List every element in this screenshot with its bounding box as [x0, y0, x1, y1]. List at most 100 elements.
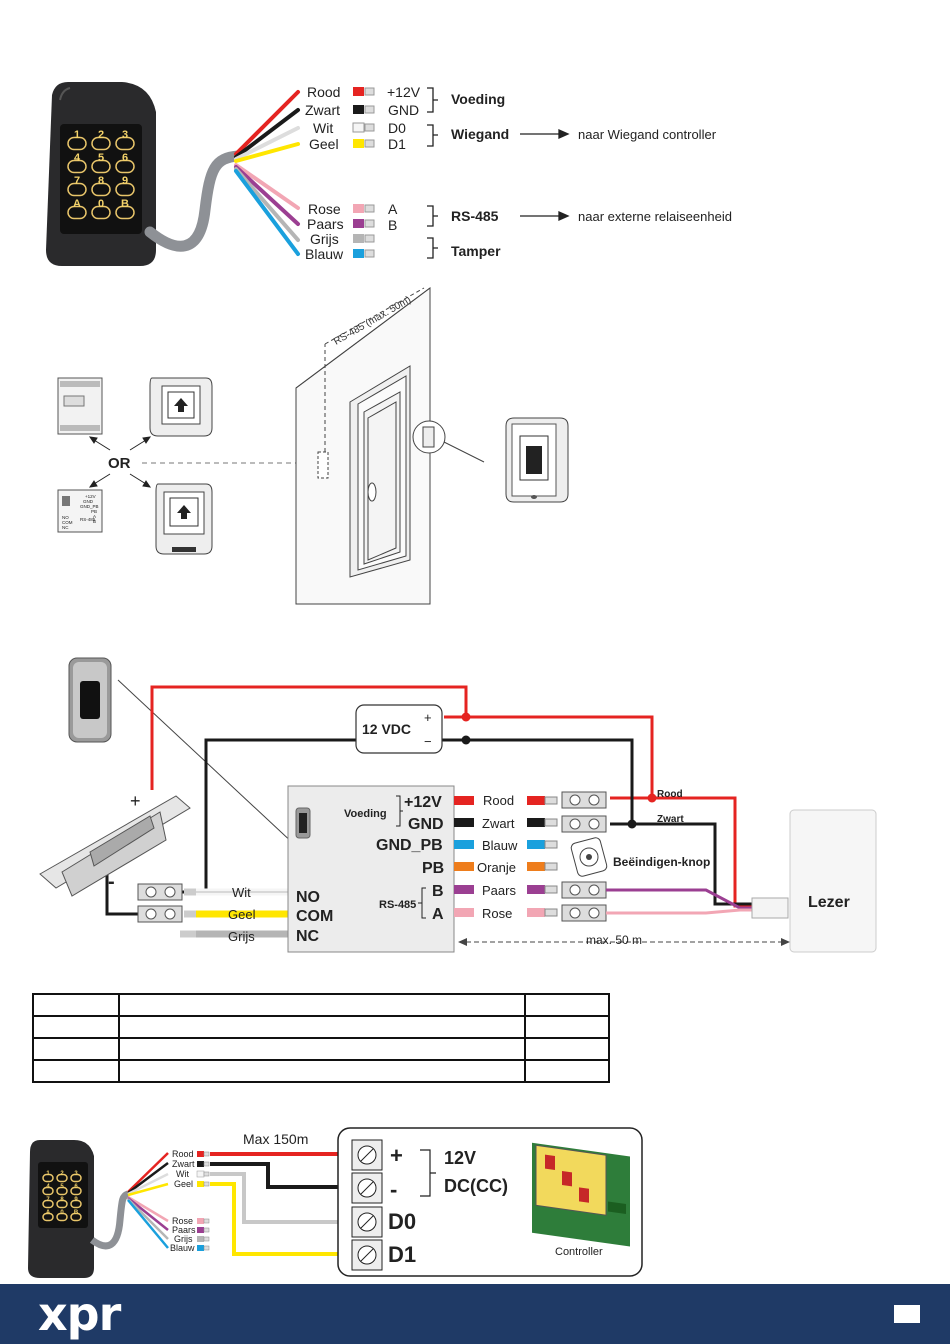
keypad-key: [42, 1199, 54, 1209]
keypad-key-label: B: [74, 1210, 79, 1216]
table-cell: [32, 993, 120, 1017]
module-pin: B: [93, 519, 96, 524]
keypad-key-label: 5: [60, 1184, 64, 1190]
wire-label: Rose: [308, 201, 341, 217]
keypad-key: [42, 1173, 54, 1183]
wire-label: Blauw: [482, 838, 518, 853]
reader-box: [789, 809, 877, 953]
wire-label: Geel: [174, 1179, 193, 1189]
group-label: RS-485: [451, 208, 499, 224]
wire-label: Paars: [482, 883, 516, 898]
connection-diagram: 12 VDC + − + - Wit Geel Grijs +12V GND G…: [39, 657, 877, 953]
wire-label: Geel: [309, 136, 339, 152]
keypad-key-label: B: [121, 198, 129, 210]
keypad-key-label: 1: [46, 1171, 50, 1177]
group-label: Voeding: [451, 91, 505, 107]
distance-label: max. 50 m: [586, 933, 642, 947]
keypad-key: [70, 1186, 82, 1196]
keypad-key-label: 0: [60, 1210, 64, 1216]
keypad-key-label: A: [46, 1210, 51, 1216]
terminal-label: NO: [296, 889, 320, 906]
keypad-key-label: 4: [46, 1184, 50, 1190]
relay-module-top: [57, 377, 103, 435]
table-cell: [524, 1015, 610, 1039]
table-cell: [118, 993, 526, 1017]
wire-label: Rose: [172, 1216, 193, 1226]
keypad-key-label: 8: [98, 175, 104, 187]
keypad-key-label: 2: [60, 1171, 64, 1177]
module-pin: RS-485: [80, 517, 96, 522]
psu-plus: +: [424, 710, 432, 725]
terminal-label: GND: [408, 816, 444, 833]
relay-module-bottom: +12V GND GND_PB PB A B NO COM NC RS-485: [57, 489, 103, 533]
terminal-blocks-right: [561, 791, 607, 922]
cable-sleeve: [751, 897, 789, 919]
target-label: naar Wiegand controller: [578, 127, 717, 142]
table-cell: [32, 1037, 120, 1061]
keypad-key: [70, 1199, 82, 1209]
keypad-key: [56, 1186, 68, 1196]
wire-label: Blauw: [305, 246, 344, 262]
module-pin: GND: [83, 499, 94, 504]
key-icon: [174, 398, 188, 412]
wire-label: Zwart: [305, 102, 340, 118]
door-strike: [39, 795, 191, 897]
rs485-label: RS-485: [379, 899, 416, 911]
wire-label: Grijs: [174, 1234, 193, 1244]
keypad-key-label: 3: [122, 129, 128, 141]
keypad-key: [115, 136, 135, 151]
or-label: OR: [108, 455, 131, 472]
table-cell: [524, 1037, 610, 1061]
wire-label: Zwart: [172, 1159, 195, 1169]
table-row: [32, 1037, 610, 1061]
brand-logo: xpr: [38, 1287, 121, 1341]
terminal-label: +: [390, 1143, 403, 1168]
table-cell: [524, 1059, 610, 1083]
terminal-label: A: [432, 906, 444, 923]
table-row: [32, 1015, 610, 1039]
terminal-label: NC: [296, 928, 320, 945]
wire-label: Rood: [172, 1149, 194, 1159]
keypad-key: [91, 205, 111, 220]
fingerprint-reader: [68, 657, 112, 743]
wire-label: Wit: [313, 120, 333, 136]
wire-ends: [352, 87, 375, 258]
exit-button-label: Beëindigen-knop: [613, 855, 710, 869]
group-label: Wiegand: [451, 126, 509, 142]
module-pin: NO: [62, 515, 69, 520]
table-cell: [118, 1059, 526, 1083]
max-length-label: Max 150m: [243, 1131, 308, 1147]
table-cell: [118, 1037, 526, 1061]
table-row: [32, 993, 610, 1017]
keypad-key-label: 3: [74, 1171, 78, 1177]
arrow-icon: [558, 210, 570, 222]
terminal-label: PB: [422, 860, 444, 877]
wall-and-door: [295, 287, 431, 605]
voeding-label: Voeding: [344, 808, 387, 820]
terminal-label: +12V: [404, 794, 442, 811]
module-pin: A: [93, 514, 96, 519]
lock-minus: -: [108, 871, 115, 893]
keypad-key: [91, 159, 111, 174]
keypad-key: [67, 205, 87, 220]
keypad-key-label: 6: [74, 1184, 78, 1190]
exit-button-bottom: [155, 483, 213, 555]
wire-label: Oranje: [477, 860, 516, 875]
signal-label: D1: [388, 136, 406, 152]
wire-label: Paars: [307, 216, 344, 232]
power-label: 12V: [444, 1148, 476, 1168]
keypad-key: [91, 182, 111, 197]
right-wire-stubs: [454, 796, 558, 917]
signal-label: B: [388, 217, 397, 233]
keypad-key-label: 4: [74, 152, 81, 164]
target-label: naar externe relaiseenheid: [578, 209, 732, 224]
keypad-key: [67, 159, 87, 174]
exit-button-top: [149, 377, 213, 437]
terminal-label: B: [432, 883, 444, 900]
psu-minus: −: [424, 734, 432, 749]
